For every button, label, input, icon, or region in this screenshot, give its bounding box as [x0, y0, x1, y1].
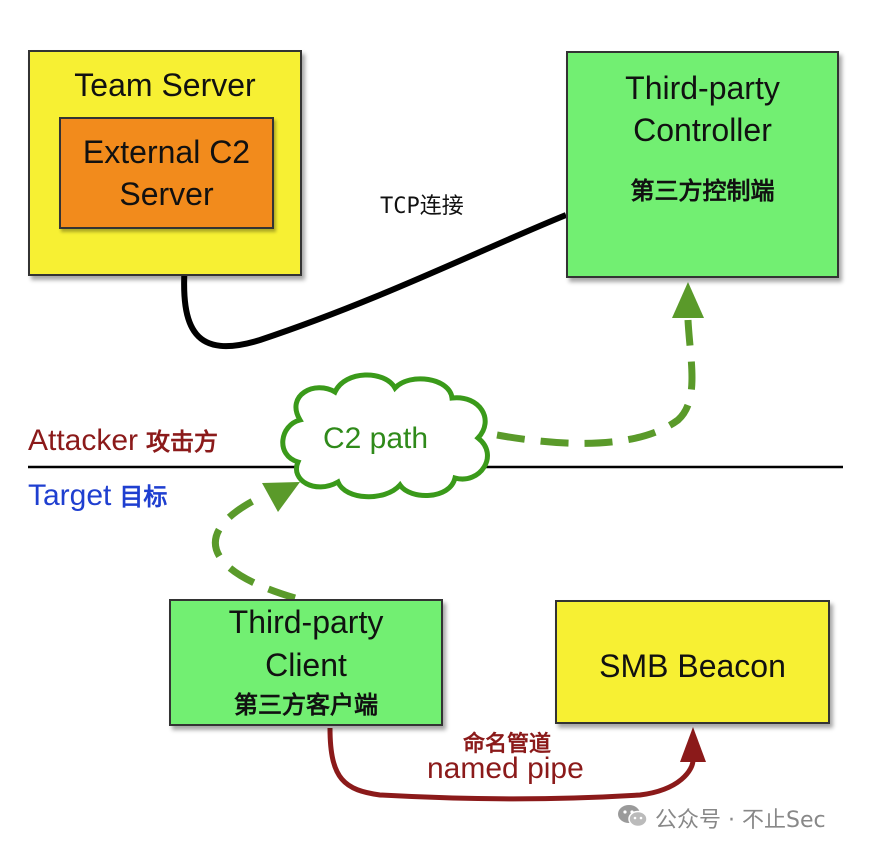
- tcp-connection-label: TCP连接: [380, 194, 464, 219]
- third-party-client-box: Third-party Client 第三方客户端: [169, 599, 443, 726]
- controller-line1: Third-party: [625, 70, 780, 106]
- controller-zh: 第三方控制端: [630, 177, 775, 205]
- attacker-en: Attacker: [28, 424, 139, 457]
- client-line1: Third-party: [228, 604, 384, 640]
- external-c2-server-box: External C2 Server: [59, 117, 274, 229]
- target-zh: 目标: [119, 483, 168, 511]
- controller-arrowhead: [672, 282, 704, 318]
- tcp-connection-line: [181, 212, 568, 350]
- external-c2-line1: External C2: [82, 134, 251, 170]
- watermark-text: 公众号 · 不止Sec: [655, 808, 826, 833]
- client-line2: Client: [265, 647, 347, 683]
- client-to-c2-path: [212, 491, 296, 602]
- attacker-zh: 攻击方: [146, 428, 219, 456]
- client-zh: 第三方客户端: [234, 691, 378, 719]
- team-server-title: Team Server: [74, 67, 256, 103]
- named-pipe-zh-label: 命名管道: [463, 732, 552, 757]
- smb-beacon-title: SMB Beacon: [599, 648, 786, 684]
- named-pipe-en-label: named pipe: [427, 752, 584, 785]
- target-en: Target: [28, 479, 112, 512]
- external-c2-line2: Server: [119, 176, 214, 212]
- named-pipe-line: [327, 727, 696, 802]
- c2-path-label: C2 path: [323, 422, 429, 455]
- smb-beacon-box: SMB Beacon: [555, 600, 830, 724]
- pipe-arrowhead: [680, 727, 706, 762]
- wechat-icon: [618, 805, 648, 828]
- c2-arrowhead: [262, 482, 300, 512]
- c2-cloud: [280, 372, 490, 500]
- c2-to-controller-path: [496, 319, 696, 447]
- third-party-controller-box: Third-party Controller 第三方控制端: [566, 51, 839, 278]
- controller-line2: Controller: [633, 112, 772, 148]
